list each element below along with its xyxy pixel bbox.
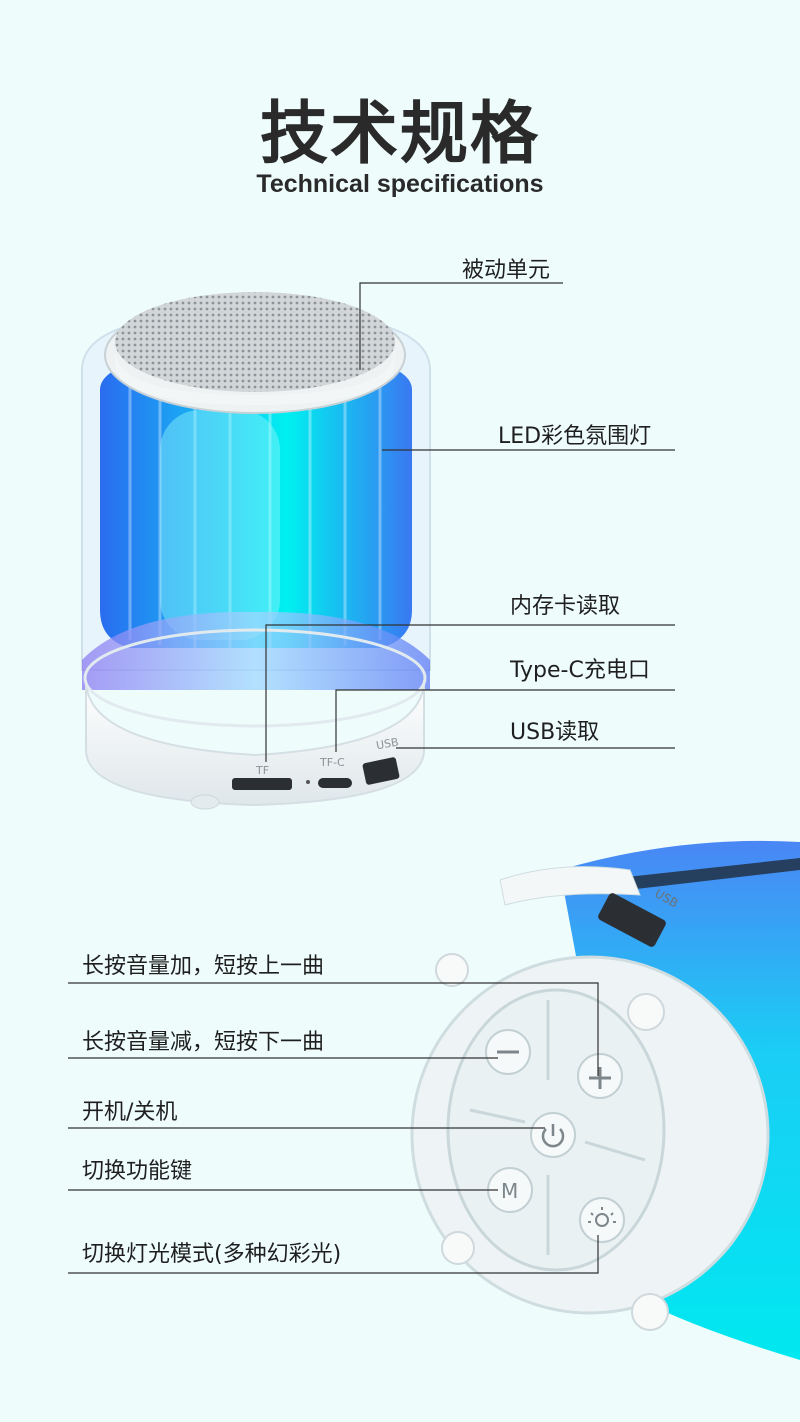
button-plus[interactable] (577, 1053, 623, 1099)
port-label-tf: TF (255, 764, 269, 777)
callout-usb: USB读取 (510, 720, 600, 745)
mode-m-icon: M (501, 1179, 518, 1203)
page-title: 技术规格 (259, 95, 540, 174)
light-bulb-icon (588, 1207, 616, 1227)
callout-volume-down: 长按音量减，短按下一曲 (82, 1030, 325, 1055)
bottom-leader-lines (68, 982, 599, 1274)
plus-icon (589, 1067, 611, 1089)
callout-type-c: Type-C充电口 (510, 658, 650, 683)
callout-light-mode: 切换灯光模式(多种幻彩光) (82, 1242, 342, 1267)
tf-slot (232, 778, 292, 790)
callout-mode: 切换功能键 (82, 1159, 193, 1184)
callout-led-light: LED彩色氛围灯 (498, 424, 652, 449)
port-label-tfc: TF-C (319, 756, 345, 769)
speaker-bottom-view: USB (410, 840, 800, 1360)
usb-port (362, 757, 400, 785)
page-subtitle: Technical specifications (256, 170, 544, 198)
callout-volume-up: 长按音量加，短按上一曲 (82, 954, 325, 979)
port-label-usb: USB (375, 736, 400, 753)
usb-port-bottom (598, 893, 666, 947)
button-power[interactable] (530, 1112, 576, 1158)
button-light[interactable] (579, 1197, 625, 1243)
callout-passive-unit: 被动单元 (462, 258, 551, 283)
callout-memory-card: 内存卡读取 (510, 594, 621, 619)
top-leader-lines (265, 282, 675, 762)
callout-power: 开机/关机 (82, 1100, 178, 1125)
button-minus[interactable] (485, 1029, 531, 1075)
type-c-port (318, 778, 352, 788)
speaker-front-view: TF TF-C USB (81, 292, 431, 810)
power-icon (541, 1124, 565, 1148)
